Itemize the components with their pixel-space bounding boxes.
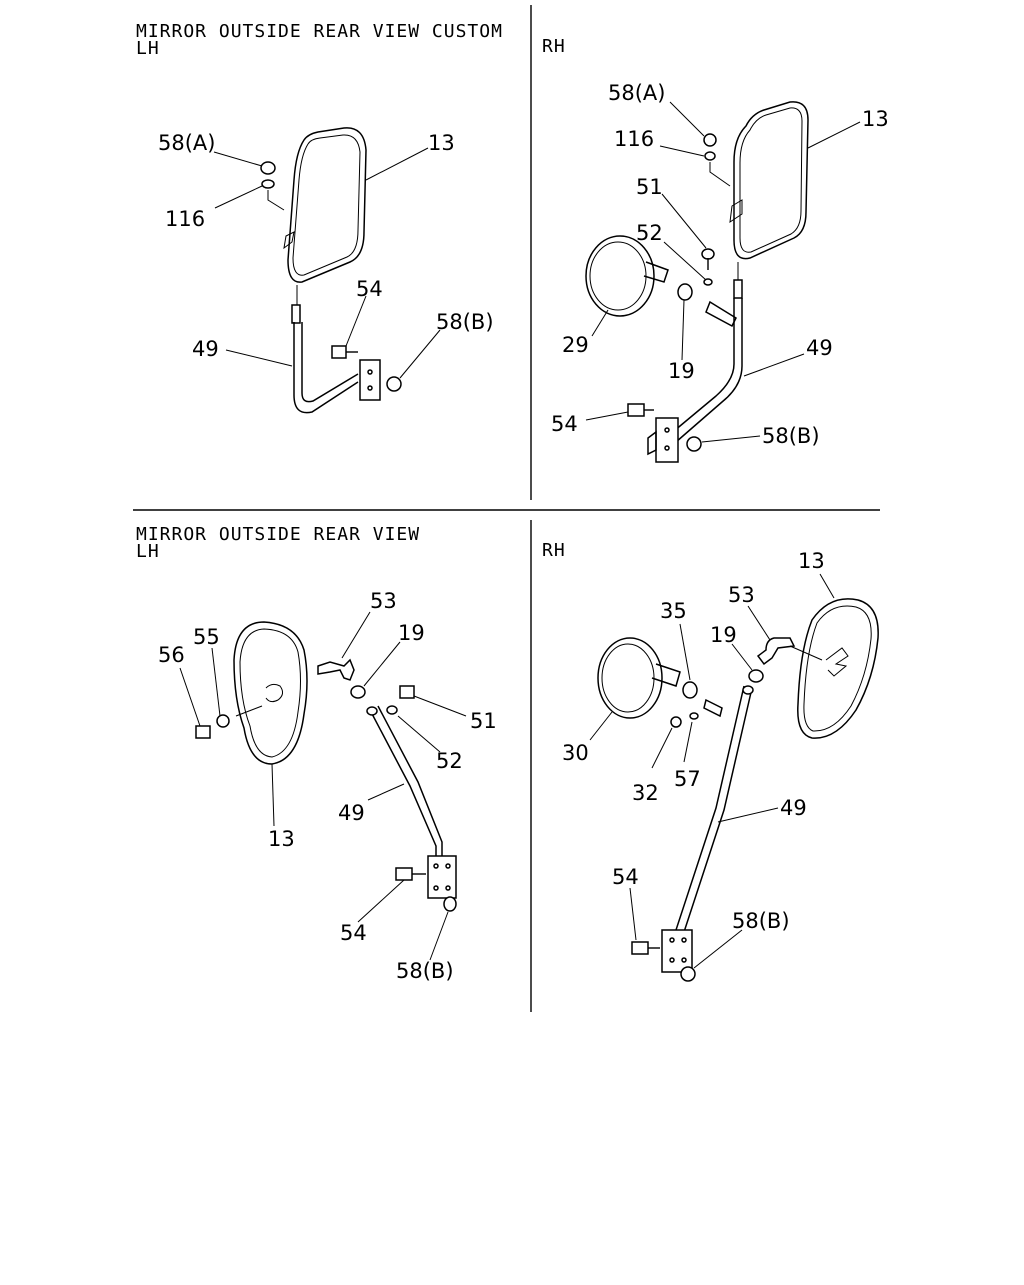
q4-callout-54: 54 xyxy=(612,865,639,889)
q2-callout-13: 13 xyxy=(862,107,889,131)
q2-nut-58a xyxy=(703,133,717,147)
q4-spacer-35 xyxy=(682,681,698,699)
q4-elbow-53 xyxy=(756,637,796,666)
q4-washer-57 xyxy=(689,712,699,720)
q1-nut-58b xyxy=(386,376,402,392)
q4-bolt-54 xyxy=(631,941,649,955)
q3-callout-19: 19 xyxy=(398,621,425,645)
q2-callout-49: 49 xyxy=(806,336,833,360)
q1-callout-58a: 58(A) xyxy=(158,131,215,155)
q3-callout-58b: 58(B) xyxy=(396,959,454,983)
q4-callout-57: 57 xyxy=(674,767,701,791)
q3-callout-13: 13 xyxy=(268,827,295,851)
q4-washer-19 xyxy=(748,669,764,683)
q2-callout-116: 116 xyxy=(614,127,654,151)
title-standard-lh: LH xyxy=(136,541,160,562)
title-custom: MIRROR OUTSIDE REAR VIEW CUSTOM xyxy=(136,21,503,42)
q1-callout-116: 116 xyxy=(165,207,205,231)
q2-callout-19: 19 xyxy=(668,359,695,383)
q3-callout-54: 54 xyxy=(340,921,367,945)
title-standard: MIRROR OUTSIDE REAR VIEW xyxy=(136,524,420,545)
q3-callout-55: 55 xyxy=(193,625,220,649)
q3-standard-lh-assembly xyxy=(179,611,467,961)
q4-mirror-head xyxy=(797,598,879,739)
q2-callout-54: 54 xyxy=(551,412,578,436)
q4-convex-mirror xyxy=(597,637,663,719)
q2-convex-mirror xyxy=(585,235,655,317)
q4-nut-58b xyxy=(680,966,696,982)
q2-callout-58b: 58(B) xyxy=(762,424,820,448)
q1-callout-13: 13 xyxy=(428,131,455,155)
q3-nut-55 xyxy=(216,714,230,728)
q3-callout-52: 52 xyxy=(436,749,463,773)
q2-nut-58b xyxy=(686,436,702,452)
q3-callout-51: 51 xyxy=(470,709,497,733)
q1-bracket-plate xyxy=(359,359,381,401)
q1-callout-54: 54 xyxy=(356,277,383,301)
q1-custom-lh-assembly xyxy=(213,127,441,414)
q3-bolt-54 xyxy=(395,867,413,881)
q4-callout-58b: 58(B) xyxy=(732,909,790,933)
q1-washer-116 xyxy=(261,179,275,189)
q2-custom-rh-assembly xyxy=(585,101,861,463)
q1-callout-58b: 58(B) xyxy=(436,310,494,334)
q4-bracket-plate xyxy=(661,929,693,973)
q1-callout-49: 49 xyxy=(192,337,219,361)
q3-washer-52 xyxy=(386,705,398,715)
q2-bolt-54 xyxy=(627,403,645,417)
q4-callout-13: 13 xyxy=(798,549,825,573)
q2-callout-29: 29 xyxy=(562,333,589,357)
q3-bolt-56 xyxy=(195,725,211,739)
q4-bolt-32 xyxy=(670,716,682,728)
title-custom-rh: RH xyxy=(542,36,566,57)
q4-callout-49: 49 xyxy=(780,796,807,820)
q2-callout-51: 51 xyxy=(636,175,663,199)
q3-nut-58b xyxy=(443,896,457,912)
q1-mirror-head xyxy=(287,127,367,283)
q2-callout-58a: 58(A) xyxy=(608,81,665,105)
q3-mirror-head xyxy=(233,621,308,765)
q3-callout-56: 56 xyxy=(158,643,185,667)
q3-bolt-51 xyxy=(399,685,415,699)
q2-spacer-19 xyxy=(677,283,693,301)
q3-elbow-53 xyxy=(317,658,355,681)
q3-bracket-plate xyxy=(427,855,457,899)
q4-callout-30: 30 xyxy=(562,741,589,765)
q2-bolt-51 xyxy=(701,248,715,260)
q3-washer-19 xyxy=(350,685,366,699)
title-custom-lh: LH xyxy=(136,38,160,59)
q3-callout-49: 49 xyxy=(338,801,365,825)
q1-nut-58a xyxy=(260,161,276,175)
q4-standard-rh-assembly xyxy=(589,573,879,982)
q2-mirror-head xyxy=(733,101,809,260)
q2-callout-52: 52 xyxy=(636,221,663,245)
q2-washer-52 xyxy=(703,278,713,286)
q2-bracket-plate xyxy=(655,417,679,463)
q2-washer-116 xyxy=(704,151,716,161)
q1-bolt-54 xyxy=(331,345,347,359)
q4-callout-32: 32 xyxy=(632,781,659,805)
q4-callout-35: 35 xyxy=(660,599,687,623)
q3-callout-53: 53 xyxy=(370,589,397,613)
q4-callout-53: 53 xyxy=(728,583,755,607)
q4-callout-19: 19 xyxy=(710,623,737,647)
title-standard-rh: RH xyxy=(542,540,566,561)
